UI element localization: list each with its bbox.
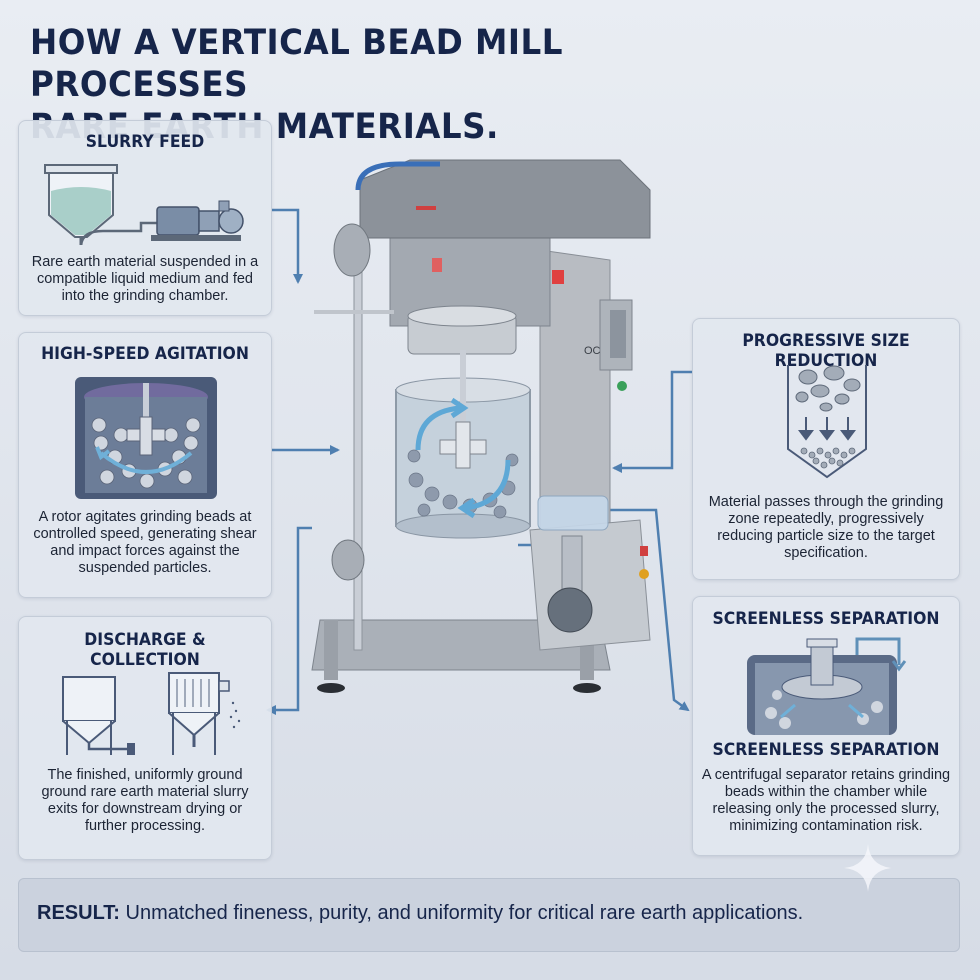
rotor-chamber-icon [75, 377, 217, 499]
card-text: A centrifugal separator retains grinding… [701, 767, 951, 834]
card-text: Material passes through the grinding zon… [708, 494, 944, 561]
result-text: RESULT: Unmatched fineness, purity, and … [37, 902, 803, 925]
card-heading: DISCHARGE & COLLECTION [84, 630, 206, 670]
card-size-reduction: PROGRESSIVE SIZE REDUCTION Material pass… [692, 318, 960, 580]
card-text: The finished, uniformly ground ground ra… [41, 767, 249, 834]
card-heading: SCREENLESS SEPARATION [712, 609, 940, 629]
card-slurry-feed: SLURRY FEED Rare earth material suspende… [18, 120, 272, 316]
card-discharge-collection: DISCHARGE & COLLECTION The finished, uni… [18, 616, 272, 860]
centrifugal-separator-icon [747, 637, 907, 735]
title-line-1: HOW A VERTICAL BEAD MILL PROCESSES [30, 23, 563, 105]
card-heading: HIGH-SPEED AGITATION [41, 344, 249, 364]
funnel-particles-icon [787, 365, 867, 479]
card-subheading: SCREENLESS SEPARATION [712, 740, 940, 760]
card-text: A rotor agitates grinding beads at contr… [33, 509, 257, 576]
card-screenless-separation: SCREENLESS SEPARATION SCREENLESS SEPARAT… [692, 596, 960, 856]
card-heading: SLURRY FEED [85, 132, 205, 152]
page-title: HOW A VERTICAL BEAD MILL PROCESSES RARE … [30, 22, 681, 148]
machine-panel-label: OC [584, 345, 601, 357]
result-banner: RESULT: Unmatched fineness, purity, and … [18, 878, 960, 952]
card-heading: PROGRESSIVE SIZE REDUCTION [742, 331, 910, 371]
result-statement: Unmatched fineness, purity, and uniformi… [119, 902, 804, 924]
hopper-pump-icon [44, 164, 244, 245]
card-text: Rare earth material suspended in a compa… [31, 254, 259, 304]
arrow-slurry-feed [272, 208, 303, 284]
result-label: RESULT: [37, 902, 120, 924]
sparkle-icon [844, 844, 892, 892]
collection-vessels-icon [62, 672, 241, 755]
vertical-bead-mill-illustration: OC [311, 159, 651, 693]
card-high-speed-agitation: HIGH-SPEED AGITATION A rotor agitates gr… [18, 332, 272, 598]
